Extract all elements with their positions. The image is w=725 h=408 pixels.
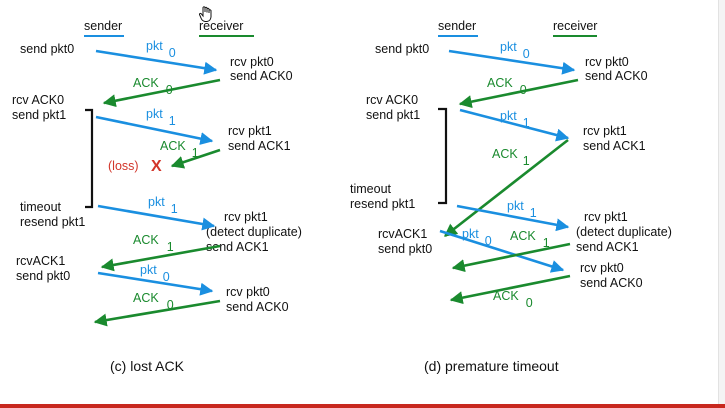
event-resend-pkt1: resend pkt1: [350, 197, 415, 211]
event-send-ack1: send ACK1: [228, 139, 291, 153]
caption-d: (d) premature timeout: [424, 358, 559, 374]
arrow-pkt1-resend: [456, 204, 570, 232]
event-send-pkt0-2: send pkt0: [378, 242, 432, 256]
event-rcv-pkt0: rcv pkt0: [585, 55, 629, 69]
event-rcv-pkt1-dup: rcv pkt1: [224, 210, 268, 224]
timer-bracket: [85, 108, 94, 209]
event-send-pkt1: send pkt1: [366, 108, 420, 122]
vertical-scrollbar[interactable]: [718, 0, 725, 404]
arrow-pkt0: [448, 49, 576, 75]
arrow-pkt0-2: [97, 271, 214, 296]
arrow-ack0: [102, 78, 221, 108]
arrow-pkt0: [95, 49, 218, 75]
loss-x-icon: X: [151, 158, 162, 175]
sender-heading: sender: [84, 19, 122, 33]
panel-d: sender receiver send pkt0 rcv ACK0 send …: [350, 19, 672, 374]
event-rcv-pkt0: rcv pkt0: [230, 55, 274, 69]
event-rcv-pkt1: rcv pkt1: [228, 124, 272, 138]
arrow-pkt1: [459, 108, 570, 142]
panel-c: sender receiver send pkt0 rcv ACK0 send …: [12, 19, 302, 374]
event-send-ack0-2: send ACK0: [226, 300, 289, 314]
arrow-ack1-resend: [100, 244, 221, 272]
arrow-pkt0-2: [439, 229, 565, 273]
hand-pointer-icon: [198, 6, 212, 22]
event-timeout: timeout: [20, 200, 62, 214]
arrow-ack1-lost: [170, 148, 221, 169]
event-send-pkt0: send pkt0: [375, 42, 429, 56]
event-rcv-pkt0-2: rcv pkt0: [580, 261, 624, 275]
event-rcv-ack0: rcv ACK0: [366, 93, 418, 107]
event-rcv-pkt0-2: rcv pkt0: [226, 285, 270, 299]
arrow-ack1-dup: [451, 242, 571, 273]
event-send-ack1: send ACK1: [583, 139, 646, 153]
event-rcvack1: rcvACK1: [16, 254, 65, 268]
arrow-ack0-2: [93, 299, 221, 327]
loss-label: (loss): [108, 159, 139, 173]
event-resend-pkt1: resend pkt1: [20, 215, 85, 229]
event-rcv-ack0: rcv ACK0: [12, 93, 64, 107]
arrow-pkt1-resend: [97, 204, 216, 231]
bottom-accent-rule: [0, 404, 725, 408]
event-timeout: timeout: [350, 182, 392, 196]
event-rcv-pkt1: rcv pkt1: [583, 124, 627, 138]
event-send-ack0-2: send ACK0: [580, 276, 643, 290]
arrow-ack0-2: [449, 274, 571, 305]
event-detect-duplicate: (detect duplicate): [576, 225, 672, 239]
event-detect-duplicate: (detect duplicate): [206, 225, 302, 239]
event-send-ack0: send ACK0: [230, 69, 293, 83]
arrow-ack1-delayed: [443, 138, 569, 238]
receiver-heading: receiver: [199, 19, 243, 33]
event-send-ack1-2: send ACK1: [576, 240, 639, 254]
timer-bracket: [438, 107, 448, 205]
arrow-ack0: [458, 78, 579, 109]
event-rcv-pkt1-dup: rcv pkt1: [584, 210, 628, 224]
event-send-pkt1: send pkt1: [12, 108, 66, 122]
receiver-heading: receiver: [553, 19, 597, 33]
event-send-ack1-2: send ACK1: [206, 240, 269, 254]
sender-heading: sender: [438, 19, 476, 33]
arrow-pkt1: [95, 115, 214, 145]
event-send-pkt0: send pkt0: [20, 42, 74, 56]
caption-c: (c) lost ACK: [110, 358, 185, 374]
event-rcvack1: rcvACK1: [378, 227, 427, 241]
event-send-pkt0-2: send pkt0: [16, 269, 70, 283]
event-send-ack0: send ACK0: [585, 69, 648, 83]
